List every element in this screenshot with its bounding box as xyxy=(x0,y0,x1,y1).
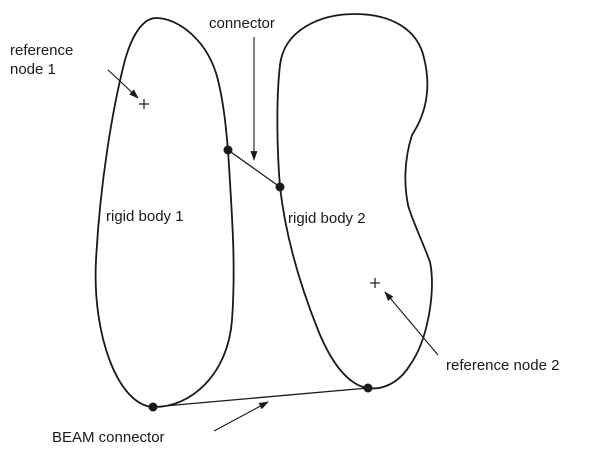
beam-connector-leader xyxy=(213,401,269,432)
beam-node-body-1 xyxy=(148,402,158,412)
reference-node-1-leader xyxy=(107,69,139,99)
reference-node-2-label: reference node 2 xyxy=(446,357,559,374)
reference-node-1-label-line1: reference xyxy=(10,42,73,59)
reference-node-1-marker xyxy=(139,99,149,109)
reference-node-1-label-line2: node 1 xyxy=(10,61,56,78)
connector-label: connector xyxy=(209,15,275,32)
rigid-body-1-outline xyxy=(94,17,235,408)
rigid-body-2-outline xyxy=(276,13,433,390)
beam-connector-line xyxy=(152,387,369,408)
connector-node-body-1 xyxy=(223,145,233,155)
rigid-body-2-label: rigid body 2 xyxy=(288,210,366,227)
reference-node-2-leader xyxy=(384,291,439,356)
connector-line xyxy=(227,149,281,188)
reference-node-2-marker xyxy=(370,278,380,288)
rigid-body-1-label: rigid body 1 xyxy=(106,208,184,225)
beam-node-body-2 xyxy=(363,383,373,393)
connector-node-body-2 xyxy=(275,182,285,192)
beam-connector-label: BEAM connector xyxy=(52,429,165,446)
